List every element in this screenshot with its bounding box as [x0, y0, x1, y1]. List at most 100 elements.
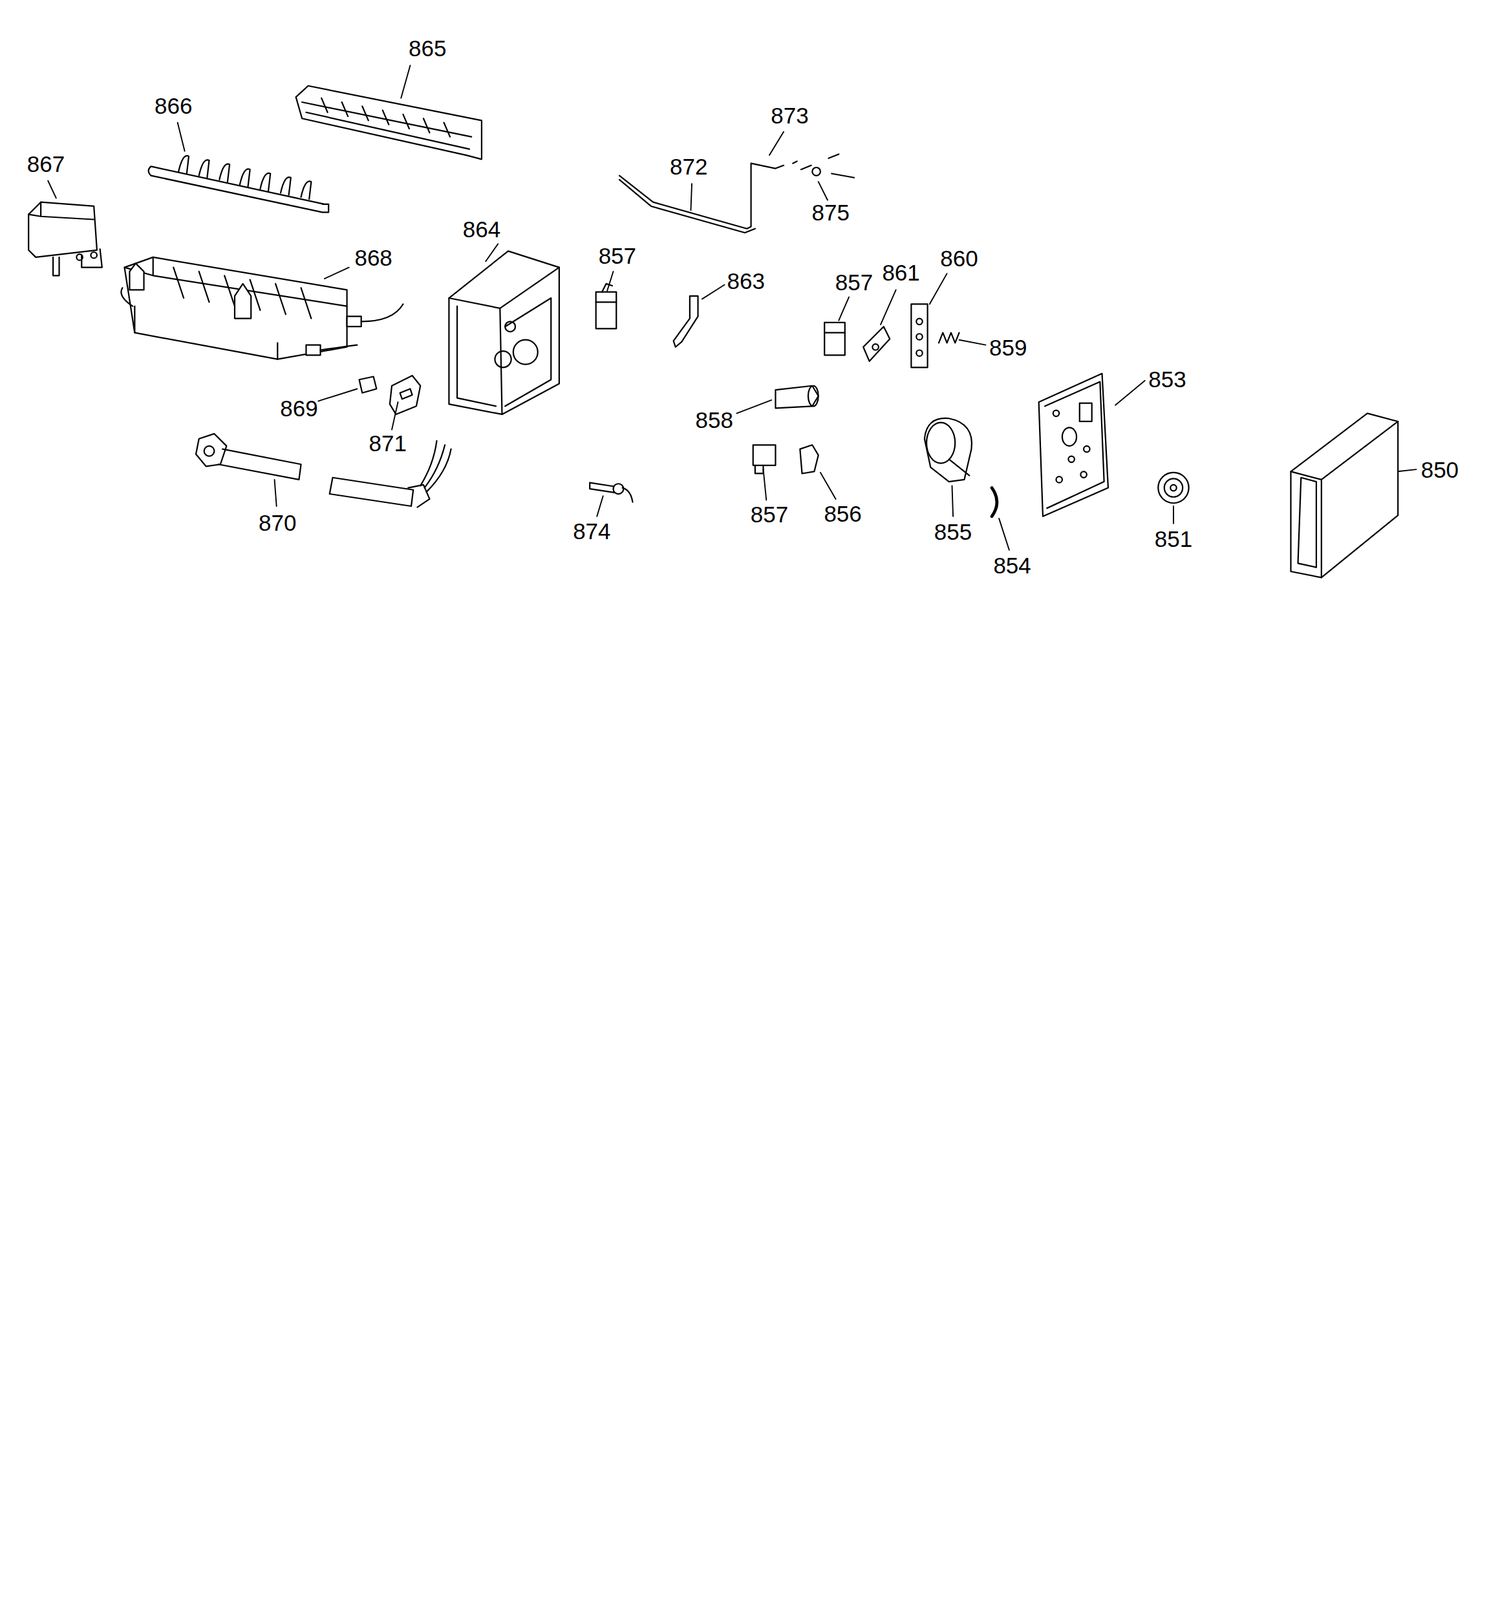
drawing-stroke: [274, 479, 277, 507]
callout-number: 856: [823, 501, 862, 525]
drawing-stroke: [690, 183, 692, 211]
drawing-stroke: [910, 303, 928, 368]
ejector-cover: [296, 85, 482, 160]
ejector-rod: [148, 155, 330, 213]
drawing-stroke: [872, 343, 879, 350]
drawing-stroke: [613, 483, 624, 494]
drawing-stroke: [1039, 373, 1109, 517]
drawing-stroke: [951, 485, 954, 516]
drawing-stroke: [448, 267, 559, 415]
drawing-stroke: [998, 518, 1010, 551]
drawing-stroke: [120, 287, 403, 350]
drawing-stroke: [929, 273, 948, 304]
drawing-stroke: [702, 284, 725, 299]
drawing-stroke: [1172, 506, 1175, 524]
drawing-stroke: [775, 385, 818, 409]
callout-number: 851: [1154, 527, 1193, 551]
callout-number: 863: [726, 269, 765, 293]
drawing-stroke: [1053, 410, 1060, 417]
drawing-stroke: [504, 321, 516, 332]
leader-lines: [47, 65, 1416, 551]
drive-parts: [924, 373, 1398, 579]
drawing-stroke: [753, 444, 776, 466]
drawing-stroke: [818, 181, 828, 200]
callout-number: 872: [669, 155, 708, 178]
callout-number: 861: [881, 261, 920, 284]
drawing-stroke: [763, 469, 767, 500]
drawing-stroke: [53, 248, 103, 276]
drawing-stroke: [916, 318, 922, 325]
drawing-stroke: [607, 271, 613, 291]
fill-cup: [28, 202, 103, 277]
drawing-stroke: [1083, 446, 1090, 452]
small-parts: [359, 375, 421, 415]
drawing-stroke: [504, 298, 551, 407]
drawing-stroke: [329, 477, 414, 507]
drawing-stroke: [1170, 484, 1177, 491]
drawing-stroke: [195, 433, 227, 467]
drawing-stroke: [90, 252, 97, 258]
drawing-stroke: [1068, 456, 1074, 463]
drawing-stroke: [596, 292, 617, 330]
drawing-stroke: [1397, 469, 1416, 472]
drawing-stroke: [301, 102, 472, 150]
drawing-stroke: [812, 167, 821, 176]
callout-number: 854: [993, 554, 1031, 577]
callout-number: 868: [354, 245, 392, 269]
drawing-stroke: [1290, 421, 1398, 578]
drawing-stroke: [318, 388, 357, 401]
fill-tube: [195, 433, 452, 508]
drawing-stroke: [792, 161, 811, 171]
drawing-stroke: [916, 333, 922, 340]
drawing-stroke: [1298, 477, 1317, 568]
callout-number: 857: [835, 270, 873, 293]
drawing-stroke: [494, 351, 511, 368]
callout-number: 871: [369, 431, 407, 454]
drawing-stroke: [513, 340, 538, 365]
drawing-stroke: [1062, 427, 1077, 446]
drawing-stroke: [755, 465, 764, 474]
drawing-stroke: [218, 449, 302, 480]
callout-number: 867: [27, 151, 65, 175]
callout-number: 870: [258, 511, 297, 535]
callout-number: 860: [940, 246, 978, 270]
drawing-stroke: [596, 495, 603, 517]
callout-number: 858: [695, 407, 734, 431]
drawing-stroke: [1044, 381, 1105, 509]
drawing-stroke: [1080, 471, 1087, 478]
drawing-stroke: [177, 122, 185, 152]
drawing-stroke: [28, 202, 97, 258]
drawing-stroke: [799, 444, 818, 474]
callout-number: 853: [1148, 367, 1186, 390]
drawing-stroke: [1115, 380, 1146, 406]
drawing-stroke: [769, 131, 784, 156]
drawing-stroke: [124, 257, 348, 360]
drawing-stroke: [673, 296, 699, 348]
drawing-stroke: [305, 345, 321, 356]
drawing-stroke: [926, 422, 955, 464]
callout-number: 864: [462, 217, 501, 240]
drawing-stroke: [622, 488, 633, 503]
callout-number: 875: [811, 201, 849, 224]
callout-number: 855: [934, 520, 972, 544]
drawing-stroke: [824, 332, 846, 334]
drawing-stroke: [76, 254, 83, 260]
callout-number: 857: [750, 503, 789, 526]
drawing-stroke: [347, 316, 362, 327]
callout-number: 873: [770, 104, 809, 127]
drawing-stroke: [736, 400, 772, 414]
drawing-stroke: [296, 85, 482, 160]
drawing-stroke: [47, 181, 57, 199]
drawing-stroke: [178, 155, 311, 200]
drawing-stroke: [824, 322, 846, 356]
drawing-stroke: [596, 283, 617, 302]
drawing-stroke: [1157, 472, 1189, 504]
drawing-stroke: [148, 166, 330, 213]
drawing-stroke: [938, 332, 960, 344]
drawing-stroke: [324, 267, 350, 279]
drawing-stroke: [880, 289, 897, 325]
drawing-stroke: [619, 179, 756, 233]
callout-number: 866: [154, 93, 193, 117]
